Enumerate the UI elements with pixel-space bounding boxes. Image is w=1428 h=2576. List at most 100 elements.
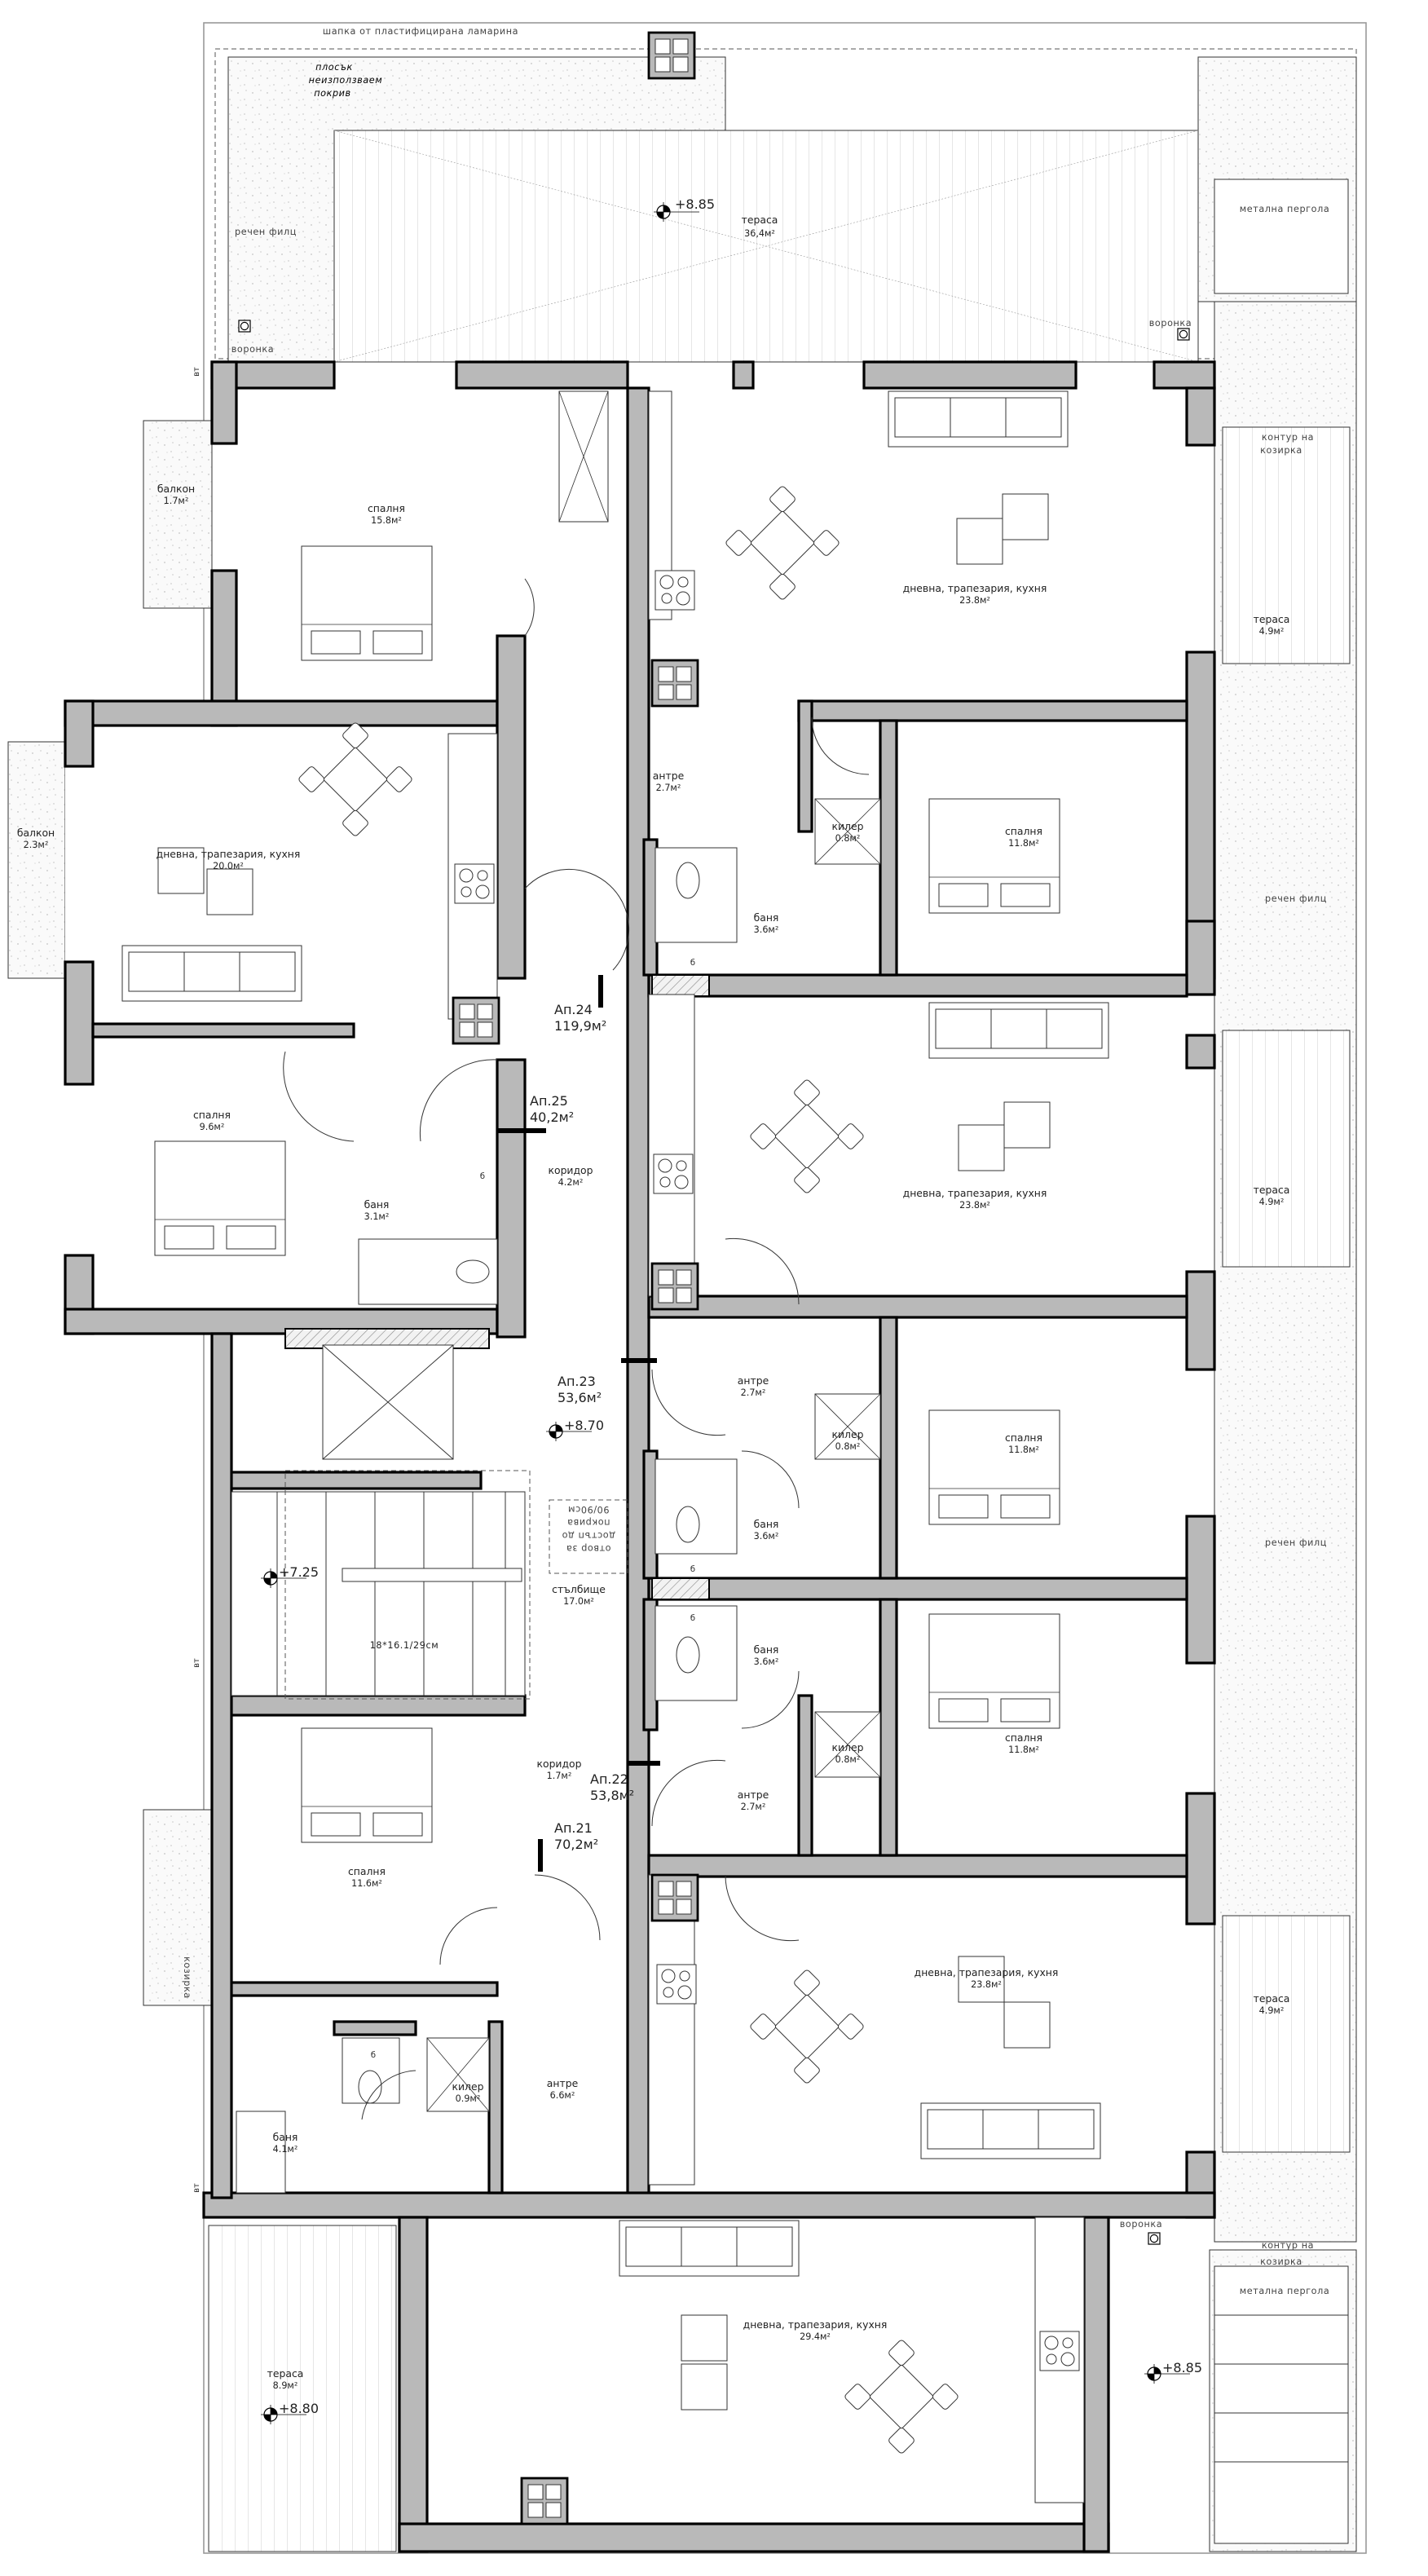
flat-roof-note-1: плосък (315, 62, 353, 73)
apartment-name: Ап.22 (590, 1771, 628, 1787)
room-name: антре (738, 1374, 769, 1387)
room-area: 11.8м² (1008, 1745, 1039, 1755)
room-name: килер (832, 1741, 864, 1753)
room-area: 0.8м² (835, 1441, 861, 1452)
room-area: 6.6м² (550, 2090, 575, 2101)
room-name: спалня (193, 1109, 231, 1121)
room-area: 11.8м² (1008, 838, 1039, 849)
balcony-2 (7, 741, 66, 979)
apartment-name: Ап.24 (554, 1002, 593, 1017)
vent-label: вт (192, 1658, 201, 1668)
room-area: 2.7м² (741, 1387, 766, 1398)
room-name: килер (832, 1428, 864, 1440)
room-name: тераса (742, 214, 778, 226)
canopy-note: козирка (182, 1956, 192, 1999)
drain-note: воронка (231, 344, 275, 355)
terrace-right-2 (1222, 1030, 1351, 1268)
flat-roof-note-3: покрив (314, 88, 350, 99)
vent-label: вт (192, 2183, 201, 2193)
room-name: дневна, трапезария, кухня (903, 582, 1047, 594)
river-felt-note: речен филц (1265, 893, 1327, 904)
doors (283, 578, 870, 2120)
room-name: дневна, трапезария, кухня (903, 1187, 1047, 1199)
room-area: 1.7м² (164, 496, 189, 506)
room-area: 8.9м² (273, 2380, 298, 2391)
room-name: спалня (368, 502, 405, 514)
pergola-note: метална пергола (1240, 2286, 1330, 2296)
room-area: 2.7м² (741, 1802, 766, 1812)
pergola-bottom (1214, 2265, 1349, 2544)
canopy-contour-note-1: контур на (1262, 432, 1314, 443)
roof-outline (7, 22, 1367, 2554)
elevation-label: +8.85 (1162, 2360, 1202, 2375)
room-name: дневна, трапезария, кухня (743, 2318, 888, 2331)
drain-note: воронка (1120, 2219, 1163, 2230)
room-area: 0.8м² (835, 1754, 861, 1765)
boiler-label: б (690, 959, 695, 968)
room-area: 17.0м² (563, 1596, 594, 1607)
room-name: килер (452, 2080, 484, 2093)
room-area: 23.8м² (959, 1200, 990, 1211)
room-area: 4.1м² (273, 2144, 298, 2155)
room-name: спалня (1005, 825, 1042, 837)
room-area: 0.9м² (456, 2093, 481, 2104)
terrace-bottom-left (208, 2225, 397, 2552)
roof-hatch-note: покрива (567, 1517, 610, 1528)
room-area: 1.7м² (547, 1771, 572, 1781)
room-area: 11.6м² (351, 1878, 382, 1889)
room-area: 4.9м² (1259, 1197, 1285, 1207)
pergola-note: метална пергола (1240, 204, 1330, 214)
room-area: 29.4м² (800, 2331, 831, 2342)
room-area: 3.6м² (754, 1531, 779, 1542)
room-name: тераса (1254, 1992, 1290, 2005)
room-area: 2.3м² (24, 840, 49, 850)
room-name: килер (832, 820, 864, 832)
roof-hatch-note: достъп до (562, 1530, 615, 1541)
stair-spec: 18*16.1/29см (370, 1640, 439, 1651)
apartment-area: 70,2м² (554, 1837, 598, 1852)
apartment-area: 53,6м² (558, 1390, 602, 1405)
room-area: 4.2м² (558, 1177, 584, 1188)
boiler-label: б (371, 2051, 376, 2060)
boiler-label: б (690, 1614, 695, 1623)
room-name: балкон (17, 827, 55, 839)
apartment-area: 40,2м² (530, 1109, 574, 1125)
room-area: 36,4м² (744, 228, 775, 239)
room-name: дневна, трапезария, кухня (156, 848, 301, 860)
apartment-name: Ап.25 (530, 1093, 568, 1109)
room-area: 23.8м² (959, 595, 990, 606)
room-area: 15.8м² (371, 515, 402, 526)
roof-cap-note: шапка от пластифицирана ламарина (323, 26, 518, 37)
balcony-1 (143, 420, 213, 609)
walls (64, 360, 1216, 2553)
room-name: баня (754, 911, 779, 924)
vent-label: вт (192, 367, 201, 377)
river-felt-note: речен филц (1265, 1537, 1327, 1548)
room-area: 3.6м² (754, 1656, 779, 1667)
pergola-top (1214, 179, 1349, 294)
apartment-name: Ап.21 (554, 1820, 593, 1836)
room-area: 3.1м² (364, 1211, 390, 1222)
river-felt-note: речен филц (235, 227, 297, 237)
flat-roof-note-2: неизползваем (309, 75, 383, 86)
apartment-area: 119,9м² (554, 1018, 606, 1034)
room-name: баня (364, 1198, 390, 1211)
room-area: 4.9м² (1259, 2005, 1285, 2016)
room-name: коридор (549, 1164, 593, 1176)
canopy-contour-note-2: козирка (1260, 445, 1302, 456)
elevation-label: +8.85 (675, 196, 715, 212)
terrace-right-1 (1222, 426, 1351, 664)
room-area: 2.7м² (656, 783, 681, 793)
room-name: коридор (537, 1758, 582, 1770)
roof-hatch-note: отвор за (566, 1543, 610, 1554)
room-name: спалня (348, 1865, 386, 1877)
room-name: спалня (1005, 1431, 1042, 1444)
elevator (322, 1344, 454, 1460)
room-area: 11.8м² (1008, 1445, 1039, 1455)
room-area: 3.6м² (754, 924, 779, 935)
canopy-contour-note-1: контур на (1262, 2240, 1314, 2251)
room-area: 0.8м² (835, 833, 861, 844)
elevation-label: +8.70 (564, 1418, 604, 1433)
room-area: 23.8м² (971, 1979, 1002, 1990)
